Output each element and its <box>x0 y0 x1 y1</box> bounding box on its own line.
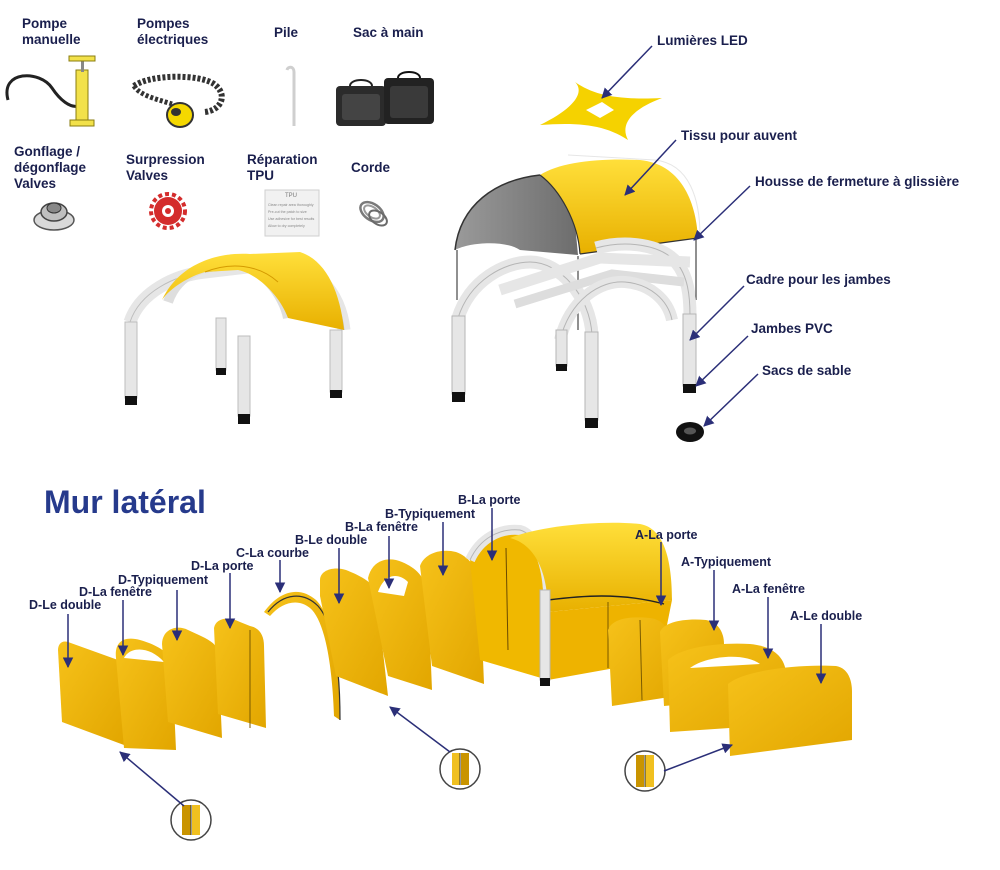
tpu-card-line: Clean repair area thoroughly <box>268 203 314 207</box>
hand-pump-label: Pompe manuelle <box>22 16 81 48</box>
panel-c-curve <box>264 591 341 721</box>
tpu-repair-label-line: TPU <box>247 168 274 183</box>
handbag-icon <box>336 71 434 126</box>
electric-pumps-label-line: Pompes <box>137 16 190 31</box>
callout-arrows <box>62 45 827 807</box>
label-d-door: D-La porte <box>191 559 254 573</box>
panel-a-double <box>728 665 852 756</box>
rope-label: Corde <box>351 160 391 175</box>
electric-pump-icon <box>131 73 225 128</box>
zipper-cover-label: Housse de fermeture à glissière <box>755 174 960 189</box>
panel-b-typical <box>420 550 484 684</box>
side-wall-title: Mur latéral <box>44 484 206 520</box>
detail-circle-b <box>439 748 481 790</box>
exploded-tent <box>451 154 704 442</box>
inflation-valve-label-line: dégonflage <box>14 160 87 175</box>
sandbags-label: Sacs de sable <box>762 363 852 378</box>
tpu-repair-card <box>264 189 320 237</box>
tpu-repair-label: Réparation TPU <box>247 152 318 184</box>
label-b-window: B-La fenêtre <box>345 520 418 534</box>
stake-label: Pile <box>274 25 299 40</box>
pvc-legs-label: Jambes PVC <box>751 321 833 336</box>
rope-icon <box>359 200 388 227</box>
label-b-typical: B-Typiquement <box>385 507 476 521</box>
awning-fabric-label: Tissu pour auvent <box>681 128 798 143</box>
label-d-window: D-La fenêtre <box>79 585 152 599</box>
panel-a-door <box>608 617 676 706</box>
panel-d-typical <box>162 627 222 738</box>
label-d-typical: D-Typiquement <box>118 573 209 587</box>
tpu-card-line: Use adhesive for best results <box>268 217 315 221</box>
pressure-valve-icon <box>149 192 187 230</box>
small-tent <box>123 252 351 424</box>
tpu-card-line: Allow to dry completely <box>268 224 305 228</box>
label-a-double: A-Le double <box>790 609 863 623</box>
panel-d-door <box>214 618 266 728</box>
leg-frame-label: Cadre pour les jambes <box>746 272 891 287</box>
tpu-repair-label-line: Réparation <box>247 152 318 167</box>
tpu-card-line: Pre-cut the patch to size <box>268 210 307 214</box>
pressure-valve-label-line: Valves <box>126 168 169 183</box>
inflation-valve-label-line: Gonflage / <box>14 144 81 159</box>
inflation-valve-icon <box>33 202 75 231</box>
hand-pump-icon <box>5 55 96 127</box>
label-d-double: D-Le double <box>29 598 102 612</box>
pressure-valve-label: Surpression Valves <box>126 152 205 184</box>
label-a-window: A-La fenêtre <box>732 582 805 596</box>
label-b-door: B-La porte <box>458 493 521 507</box>
pressure-valve-label-line: Surpression <box>126 152 205 167</box>
detail-circle-a <box>624 750 666 792</box>
detail-circle-d <box>170 799 212 841</box>
hand-pump-label-line: Pompe <box>22 16 68 31</box>
inflation-valve-label-line: Valves <box>14 176 57 191</box>
label-b-double: B-Le double <box>295 533 368 547</box>
inflation-valve-label: Gonflage / dégonflage Valves <box>14 144 86 192</box>
panel-d-window <box>115 638 176 750</box>
led-lights-label: Lumières LED <box>657 33 748 48</box>
handbag-label: Sac à main <box>353 25 424 40</box>
tpu-card-instructions: Clean repair area thoroughly Pre-cut the… <box>268 202 318 230</box>
label-a-door: A-La porte <box>635 528 698 542</box>
label-a-typical: A-Typiquement <box>681 555 772 569</box>
electric-pumps-label-line: électriques <box>137 32 209 47</box>
tpu-card-title: TPU <box>285 193 297 199</box>
panel-d-double <box>58 641 124 745</box>
led-light-icon <box>540 82 662 140</box>
electric-pumps-label: Pompes électriques <box>137 16 208 48</box>
stake-icon <box>285 65 296 126</box>
hand-pump-label-line: manuelle <box>22 32 81 47</box>
label-c-curve: C-La courbe <box>236 546 309 560</box>
